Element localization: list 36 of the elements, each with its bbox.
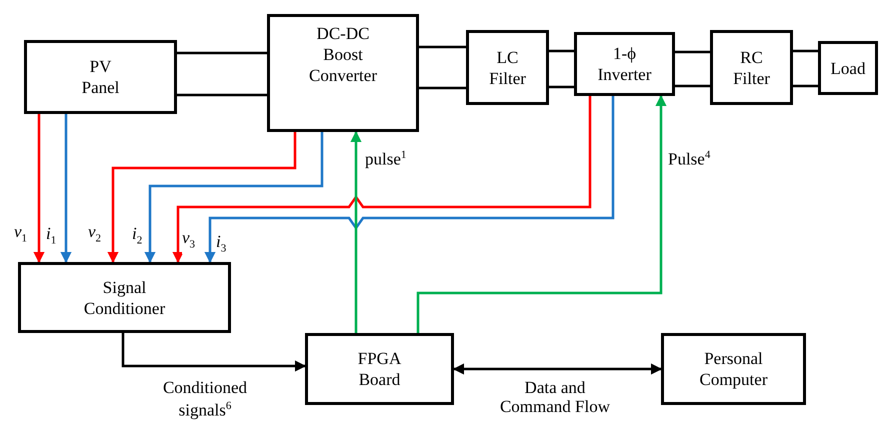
connector-line — [675, 84, 710, 88]
block-label: Load — [830, 58, 866, 78]
block-box — [305, 333, 454, 405]
connector-line — [419, 46, 466, 48]
block-box — [18, 262, 231, 333]
connector-line — [549, 86, 574, 88]
block-box — [818, 41, 878, 95]
block-box — [710, 30, 793, 105]
block-label: Signal Conditioner — [82, 276, 166, 318]
connector-line — [177, 94, 267, 96]
connector-line — [177, 52, 267, 54]
block-label: DC-DC Boost Converter — [308, 23, 378, 86]
block-label: PV Panel — [80, 56, 120, 98]
connector-line — [549, 50, 574, 52]
block-box — [24, 40, 177, 114]
arrow — [122, 333, 306, 372]
connector-line — [793, 50, 818, 52]
connector-line — [675, 50, 710, 54]
block-label: FPGA Board — [356, 348, 402, 390]
block-box — [267, 14, 419, 132]
arrow — [60, 114, 72, 264]
connector-line — [419, 86, 466, 90]
block-label: 1-ϕ Inverter — [596, 43, 652, 85]
block-box — [574, 32, 675, 96]
block-label: RC Filter — [732, 46, 771, 88]
arrow — [416, 94, 667, 333]
arrow — [33, 114, 45, 264]
block-box — [466, 30, 549, 105]
connector-line — [793, 84, 818, 88]
block-label: LC Filter — [488, 46, 527, 88]
arrow — [452, 363, 662, 375]
block-box — [661, 333, 806, 405]
arrow — [144, 132, 324, 264]
block-label: Personal Computer — [698, 348, 768, 390]
arrow — [107, 132, 296, 264]
arrow — [350, 130, 362, 333]
